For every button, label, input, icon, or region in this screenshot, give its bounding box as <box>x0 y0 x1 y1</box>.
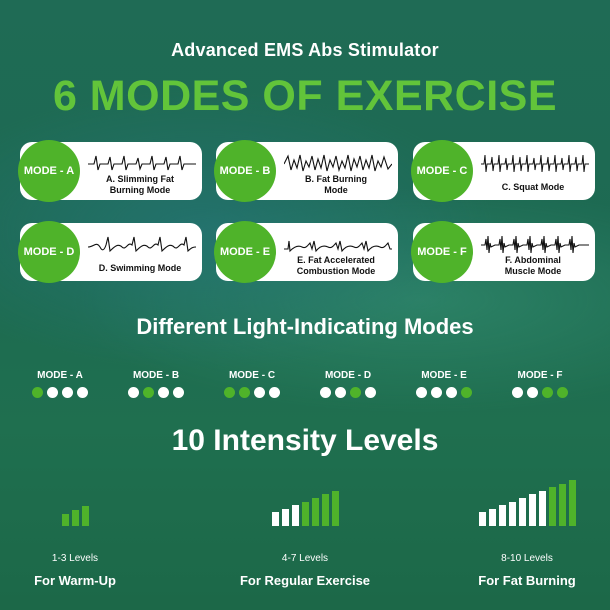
indicator-light-off <box>47 387 58 398</box>
indicator-light-off <box>269 387 280 398</box>
subtitle: Advanced EMS Abs Stimulator <box>171 40 439 60</box>
indicator-light-on <box>350 387 361 398</box>
waveform-icon <box>88 155 196 171</box>
level-bar-active <box>548 487 556 526</box>
mode-card-d: MODE - D D. Swimming Mode <box>18 221 202 283</box>
mode-badge: MODE - C <box>411 140 473 202</box>
level-bar <box>291 505 299 526</box>
mode-description: D. Swimming Mode <box>98 263 182 273</box>
waveform-icon <box>284 154 392 173</box>
light-group-label: MODE - A <box>37 370 83 381</box>
indicator-light-on <box>542 387 553 398</box>
level-bar <box>508 501 516 526</box>
light-group-b: MODE - B <box>116 370 196 398</box>
indicator-light-on <box>224 387 235 398</box>
mode-badge: MODE - E <box>214 221 276 283</box>
level-bar <box>538 490 546 526</box>
indicator-light-off <box>431 387 442 398</box>
indicator-light-off <box>128 387 139 398</box>
light-group-label: MODE - F <box>517 370 563 381</box>
mode-badge: MODE - D <box>18 221 80 283</box>
indicator-light-off <box>527 387 538 398</box>
waveform-icon <box>88 236 196 253</box>
intensity-title: 10 Intensity Levels <box>171 424 439 457</box>
level-bar-active <box>331 490 339 526</box>
level-use-label: For Fat Burning <box>478 573 576 588</box>
light-group-a: MODE - A <box>20 370 100 398</box>
waveform-icon <box>481 235 589 254</box>
indicator-light-off <box>77 387 88 398</box>
level-bar-active <box>81 506 89 526</box>
waveform-icon <box>481 154 589 173</box>
level-bar <box>518 498 526 526</box>
indicator-light-off <box>62 387 73 398</box>
level-use-label: For Regular Exercise <box>239 573 371 588</box>
mode-badge: MODE - B <box>214 140 276 202</box>
level-range-label: 8-10 Levels <box>501 553 553 564</box>
waveform-icon <box>284 240 392 253</box>
indicator-light-on <box>461 387 472 398</box>
intensity-bars <box>478 480 576 526</box>
indicator-light-off <box>173 387 184 398</box>
indicator-light-off <box>320 387 331 398</box>
light-group-e: MODE - E <box>404 370 484 398</box>
light-group-c: MODE - C <box>212 370 292 398</box>
light-group-d: MODE - D <box>308 370 388 398</box>
level-bar <box>478 512 486 526</box>
indicator-light-on <box>143 387 154 398</box>
level-bar <box>498 505 506 526</box>
level-bar <box>528 494 536 526</box>
indicator-light-on <box>557 387 568 398</box>
level-use-label: For Warm-Up <box>34 573 116 588</box>
mode-badge: MODE - F <box>411 221 473 283</box>
light-group-f: MODE - F <box>500 370 580 398</box>
intensity-bars <box>271 490 339 526</box>
level-bar-active <box>71 510 79 526</box>
mode-badge: MODE - A <box>18 140 80 202</box>
light-modes-title: Different Light-Indicating Modes <box>136 314 474 339</box>
level-bar-active <box>311 497 319 526</box>
indicator-light-off <box>365 387 376 398</box>
mode-card-c: MODE - C C. Squat Mode <box>411 140 595 202</box>
headline: 6 MODES OF EXERCISE <box>52 72 558 120</box>
level-range-label: 1-3 Levels <box>51 553 99 564</box>
level-bar-active <box>558 483 566 526</box>
indicator-light-off <box>335 387 346 398</box>
level-range-label: 4-7 Levels <box>281 553 329 564</box>
indicator-light-off <box>416 387 427 398</box>
level-bar <box>281 508 289 526</box>
indicator-light-off <box>446 387 457 398</box>
level-bar-active <box>301 501 309 526</box>
indicator-light-off <box>512 387 523 398</box>
mode-description: C. Squat Mode <box>501 182 565 192</box>
light-group-label: MODE - B <box>132 370 180 381</box>
light-group-label: MODE - E <box>421 370 467 381</box>
level-bar-active <box>568 480 576 526</box>
light-group-label: MODE - D <box>324 370 372 381</box>
indicator-light-off <box>158 387 169 398</box>
indicator-light-off <box>254 387 265 398</box>
light-group-label: MODE - C <box>228 370 276 381</box>
indicator-light-on <box>239 387 250 398</box>
level-bar-active <box>61 514 69 526</box>
level-bar <box>488 508 496 526</box>
indicator-light-on <box>32 387 43 398</box>
level-bar <box>271 512 279 526</box>
level-bar-active <box>321 494 329 526</box>
intensity-bars <box>61 506 89 526</box>
